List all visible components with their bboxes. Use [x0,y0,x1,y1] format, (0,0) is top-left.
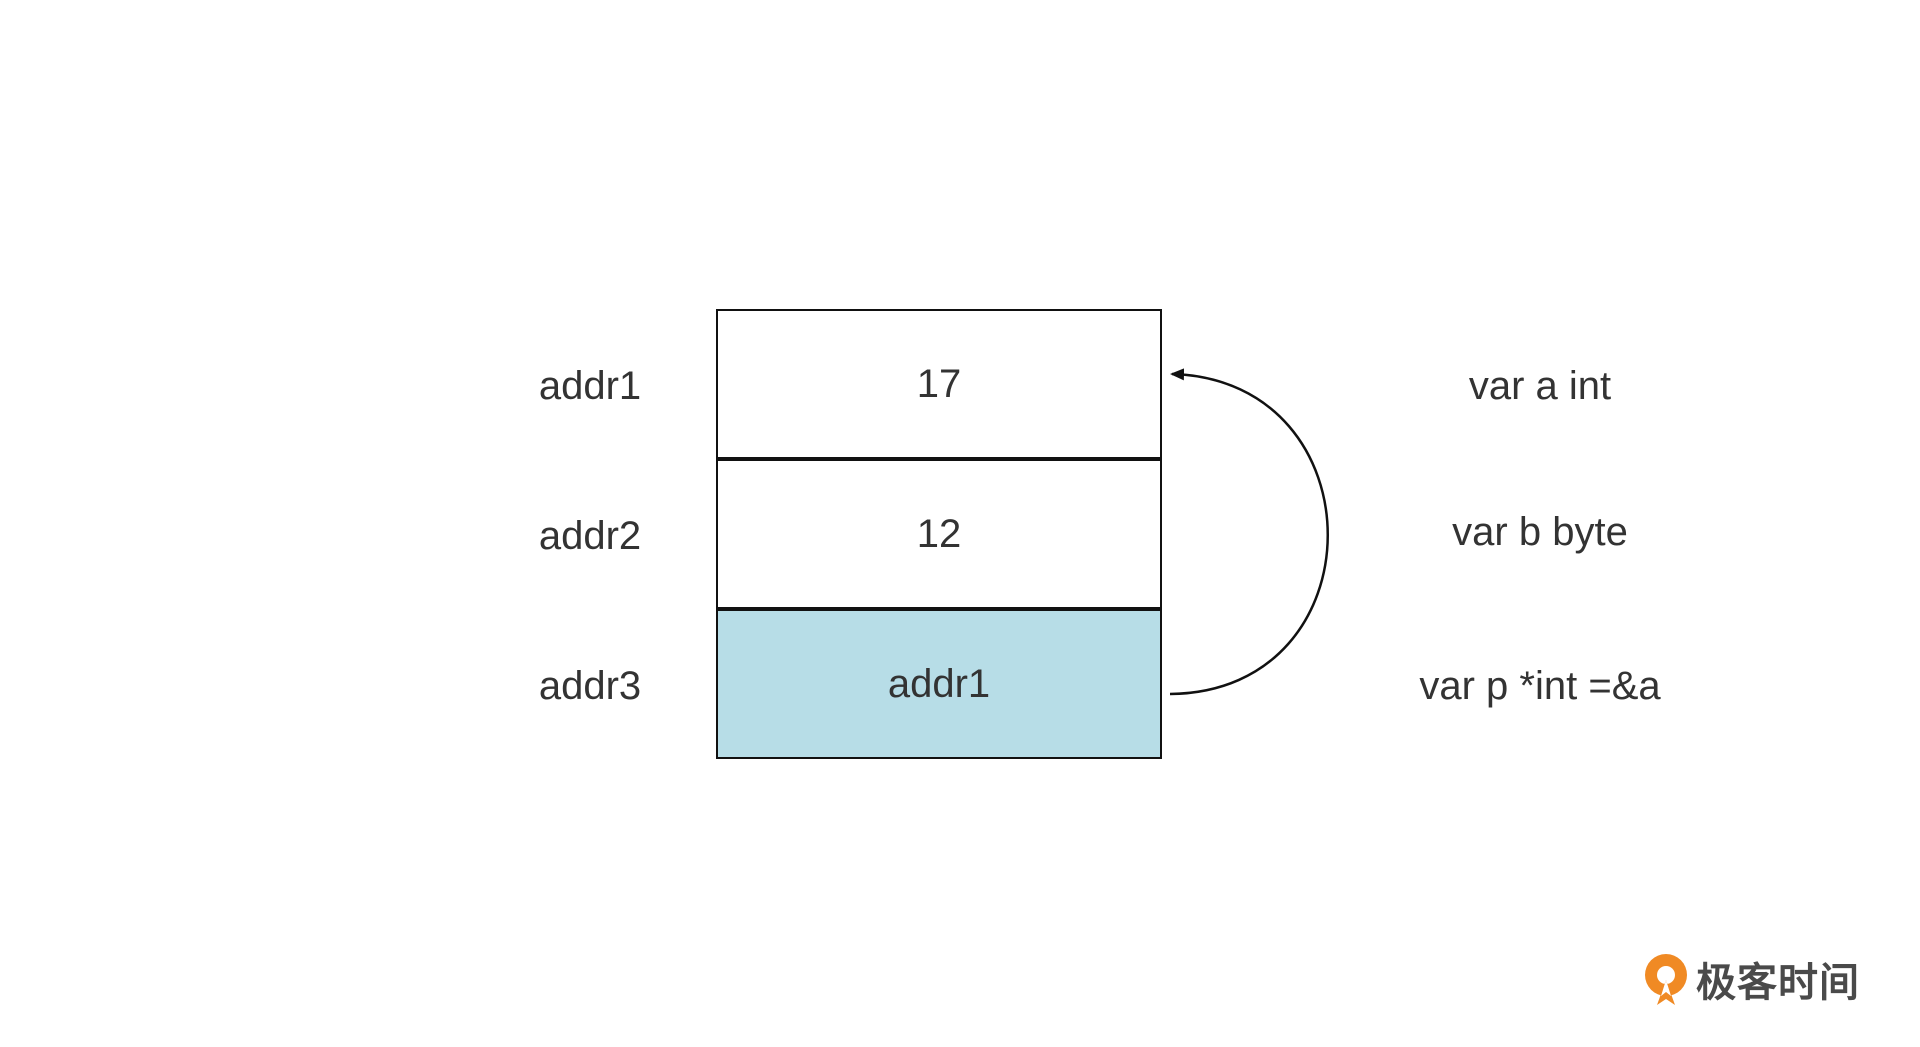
brand-logo: 极客时间 [1640,950,1860,1008]
address-label-3: addr3 [538,664,642,708]
memory-cell-value: addr1 [887,661,991,706]
memory-cell-value: 17 [916,361,962,406]
declaration-label-3: var p *int =&a [1419,664,1661,708]
memory-cell-value: 12 [916,511,962,556]
address-label-2: addr2 [538,514,642,558]
pointer-arrow-curve [1169,368,1329,696]
address-label-1: addr1 [538,364,642,408]
memory-cell-3-pointer: addr1 [716,609,1162,759]
memory-cell-1: 17 [716,309,1162,459]
declaration-label-1: var a int [1468,364,1612,408]
brand-name: 极客时间 [1696,960,1860,1006]
geektime-logo-icon [1645,954,1687,1005]
declaration-label-2: var b byte [1452,510,1628,554]
memory-cell-2: 12 [716,459,1162,609]
